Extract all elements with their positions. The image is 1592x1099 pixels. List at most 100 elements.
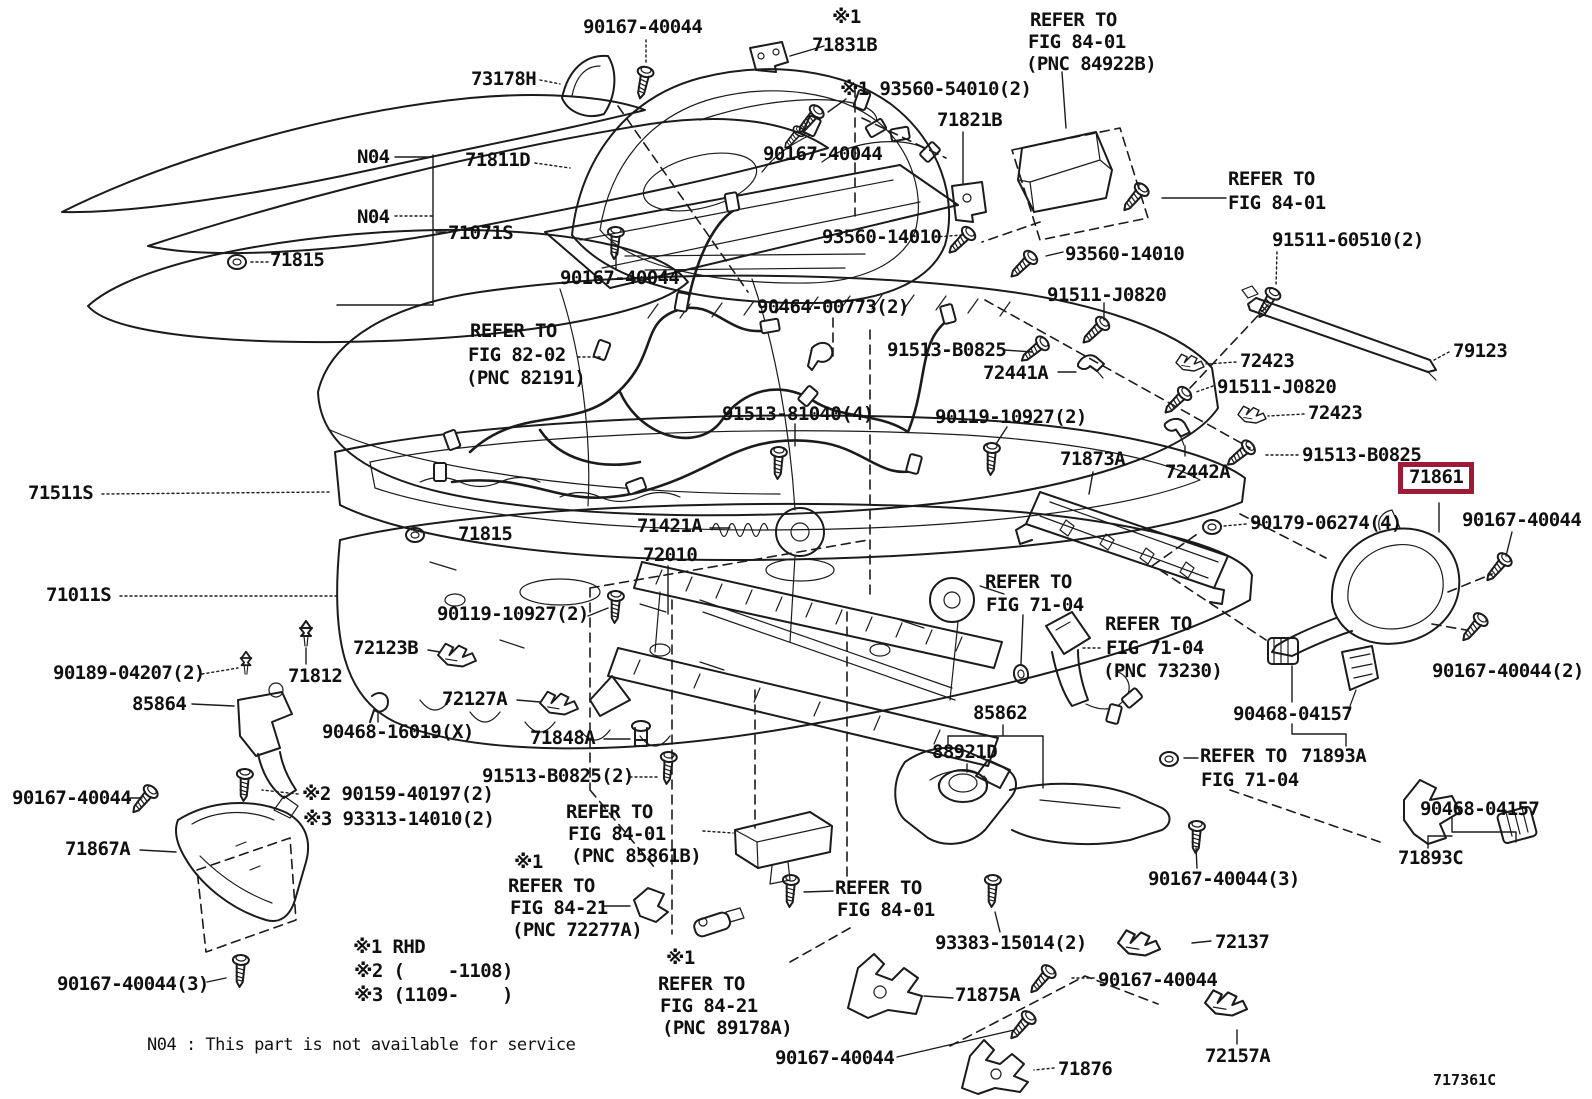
part-label: N04	[357, 206, 390, 228]
part-label: 71011S	[46, 584, 112, 606]
part-label: 71071S	[448, 222, 514, 244]
part-label: 72441A	[983, 362, 1049, 384]
part-label: 72127A	[442, 688, 508, 710]
part-label: 71893C	[1398, 847, 1464, 869]
clip-72423-2	[1237, 405, 1267, 424]
part-label: 91513-B0825(2)	[482, 765, 634, 787]
part-label: FIG 84-21	[660, 995, 758, 1017]
part-label: 91511-60510(2)	[1272, 229, 1424, 251]
bracket-71821B	[951, 181, 987, 223]
amplifier-box-84922B	[1011, 127, 1149, 241]
part-label: 71875A	[955, 984, 1021, 1006]
part-label: (PNC 84922B)	[1026, 53, 1157, 75]
part-label: 72137	[1215, 931, 1270, 953]
part-label: (PNC 73230)	[1103, 660, 1223, 682]
part-label: ※1 93560-54010(2)	[840, 78, 1032, 100]
bracket-71875A	[847, 953, 923, 1019]
part-label: 71511S	[28, 482, 94, 504]
module-85861B	[734, 811, 833, 885]
part-label: 90167-40044	[1098, 969, 1218, 991]
part-label: 71876	[1058, 1058, 1113, 1080]
part-label: 90468-04157	[1420, 798, 1540, 820]
part-label: 93383-15014(2)	[935, 932, 1087, 954]
bracket-71876	[961, 1039, 1029, 1095]
part-label: 72423	[1308, 402, 1363, 424]
recliner-cover-71861	[1271, 509, 1461, 657]
part-label: ※3 93313-14010(2)	[303, 808, 495, 830]
part-label: 73178H	[471, 68, 537, 90]
part-label: ※1	[514, 851, 543, 873]
part-label: FIG 84-01	[1228, 192, 1326, 214]
part-label: 91513-B0825	[887, 339, 1007, 361]
part-label: FIG 84-21	[510, 897, 608, 919]
part-label: (PNC 89178A)	[662, 1017, 793, 1039]
part-label: 90167-40044(2)	[1432, 660, 1584, 682]
bracket-71893C	[1403, 779, 1538, 845]
part-label: 71893A	[1301, 745, 1367, 767]
spring-71421A	[711, 522, 769, 538]
clip-72123B	[437, 642, 477, 668]
part-label: ※3 (1109- )	[354, 984, 513, 1006]
clip-72127A	[539, 690, 579, 716]
service-note: N04 : This part is not available for ser…	[147, 1035, 576, 1055]
part-label: 71873A	[1060, 448, 1126, 470]
part-label: 91511-J0820	[1047, 284, 1167, 306]
part-label: 91513-B0825	[1302, 444, 1422, 466]
part-label: 90167-40044(3)	[57, 973, 209, 995]
part-label: 72123B	[353, 637, 419, 659]
sensor-89178A	[693, 907, 745, 938]
part-label: 90167-40044(3)	[1148, 868, 1300, 890]
part-label: 71848A	[530, 727, 596, 749]
part-label: REFER TO	[658, 973, 745, 995]
part-label: REFER TO	[985, 571, 1072, 593]
part-label: 90167-40044	[12, 787, 132, 809]
part-label: 72423	[1240, 350, 1295, 372]
part-label: 90119-10927(2)	[935, 406, 1087, 428]
clip-72277A	[633, 887, 669, 923]
part-label: 90464-00773(2)	[757, 296, 909, 318]
part-label: 90167-40044	[583, 16, 703, 38]
seat-pan-71011S	[336, 502, 1253, 750]
part-label: FIG 84-01	[837, 899, 935, 921]
part-label: 90167-40044	[1462, 509, 1582, 531]
belt-buckle-73230	[1045, 611, 1144, 726]
clip-72137	[1116, 929, 1162, 957]
part-label: 85864	[132, 693, 187, 715]
part-label: REFER TO	[1105, 613, 1192, 635]
part-label: 91513-81040(4)	[722, 403, 874, 425]
leader-lines	[101, 39, 1517, 1071]
part-label: 93560-14010	[822, 226, 942, 248]
bolt-71848A	[631, 720, 651, 747]
part-label: FIG 84-01	[568, 823, 666, 845]
part-label: ※1	[666, 947, 695, 969]
seat-cushion-pad	[87, 228, 689, 344]
part-label: 90189-04207(2)	[53, 662, 205, 684]
part-label: ※2 ( -1108)	[354, 960, 513, 982]
part-label: FIG 71-04	[986, 594, 1084, 616]
part-label: REFER TO	[470, 320, 557, 342]
part-label: 71812	[288, 665, 343, 687]
part-label: 90468-04157	[1233, 703, 1353, 725]
part-label: FIG 71-04	[1201, 769, 1299, 791]
part-label: (PNC 85861B)	[571, 845, 702, 867]
part-label: 79123	[1453, 340, 1508, 362]
part-label: 72157A	[1205, 1045, 1271, 1067]
clip-72157A	[1203, 989, 1249, 1017]
part-label: 71421A	[637, 515, 703, 537]
part-label: (PNC 72277A)	[512, 919, 643, 941]
part-label: 93560-14010	[1065, 243, 1185, 265]
torsion-rod-79123	[1241, 285, 1437, 381]
part-label: ※2 90159-40197(2)	[302, 783, 494, 805]
part-label: 72010	[643, 544, 698, 566]
part-label: 90167-40044	[560, 267, 680, 289]
part-label: ※1 RHD	[353, 936, 426, 958]
part-label: REFER TO	[566, 801, 653, 823]
bracket-71831B	[749, 41, 789, 73]
slide-rail-71873A	[1015, 491, 1229, 605]
part-label: 88921D	[932, 741, 998, 763]
part-label-highlighted: 71861	[1398, 462, 1475, 494]
wire-harness-82191	[433, 191, 958, 499]
part-label: REFER TO	[1030, 9, 1117, 31]
seat-track-assembly-72010	[589, 507, 1011, 789]
